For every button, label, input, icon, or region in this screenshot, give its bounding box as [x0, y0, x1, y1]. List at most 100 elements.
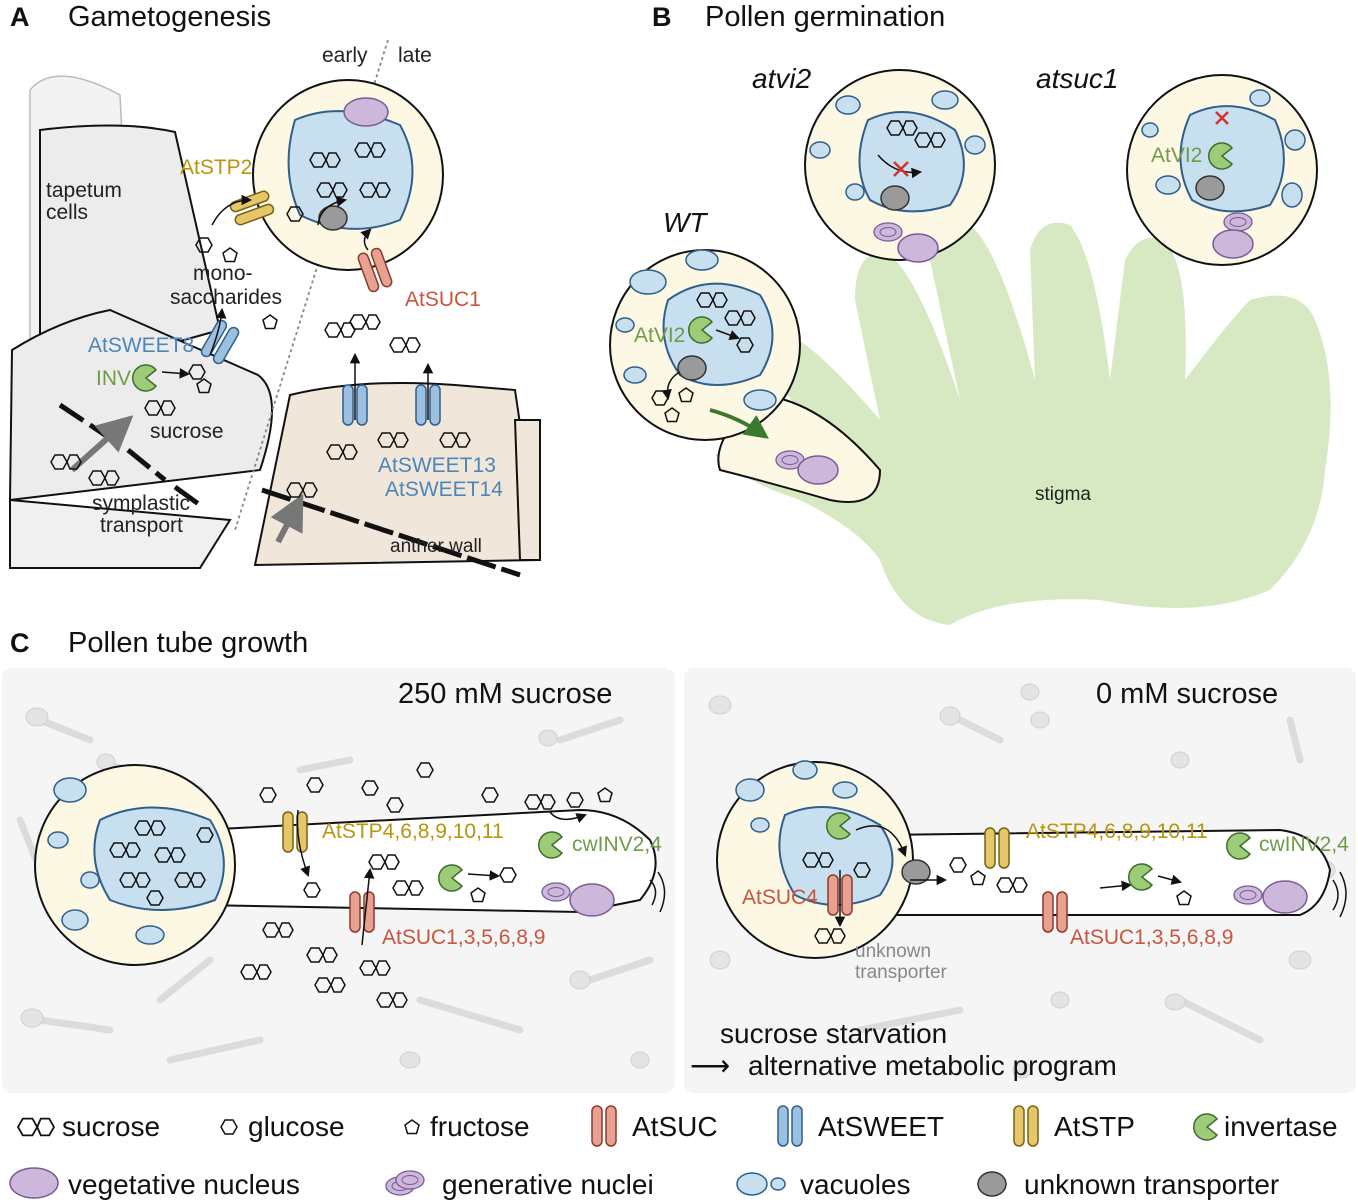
atsweet14-label: AtSWEET14: [385, 478, 503, 501]
vegetative-nucleus: [1212, 229, 1254, 259]
legend-invertase: invertase: [1224, 1111, 1338, 1142]
tapetum-label-0: tapetum: [46, 179, 122, 202]
left-stp-label: AtSTP4,6,8,9,10,11: [322, 820, 504, 843]
vacuole-icon: [80, 871, 100, 889]
stigma: [715, 222, 1331, 625]
generative-nuclei-icon: [1223, 212, 1253, 232]
mono-label-2: saccharides: [170, 286, 282, 309]
generative-nuclei-icon: [1233, 885, 1263, 905]
anther-arrow: [270, 493, 304, 544]
sweet8-arrow: [209, 307, 227, 356]
vacuole-icon: [1281, 182, 1303, 208]
legend-atsweet-icon: [777, 1105, 803, 1147]
vacuole-icon: [629, 269, 667, 295]
legend-unk: unknown transporter: [1024, 1169, 1279, 1200]
legend-invertase-icon: [1193, 1113, 1218, 1141]
legend-fructose: fructose: [430, 1111, 530, 1142]
legend-gen: generative nuclei: [442, 1169, 654, 1200]
vegetative-nucleus: [897, 233, 939, 263]
stp2-arrow: [211, 194, 253, 226]
right-vac-arrow: [855, 825, 907, 857]
blocked-arrow: [877, 154, 923, 179]
vacuole-icon: [835, 95, 861, 115]
panel-b-letter: B: [652, 2, 672, 32]
vacuole-a: [287, 110, 414, 230]
vegetative-nucleus: [797, 455, 839, 485]
atsuc1-label: AtSUC1: [405, 288, 481, 311]
atsuc1-label: atsuc1: [1036, 63, 1119, 94]
atsweet8-label: AtSWEET8: [88, 334, 194, 357]
atvi2-label: atvi2: [752, 63, 812, 94]
vacuole-icon: [1155, 175, 1181, 195]
vegetative-nucleus-a: [343, 97, 389, 127]
legend-glucose-icon: [220, 1119, 238, 1135]
sucrose-label: sucrose: [150, 420, 224, 443]
panel-c: C Pollen tube growth 250 mM sucrose 0 mM…: [2, 627, 1356, 1093]
unknown-label-1: unknown: [855, 941, 931, 962]
right-cwinv-label: cwINV2,4: [1259, 833, 1349, 856]
legend-sucrose-icon: [17, 1117, 55, 1137]
tapetum-label-1: cells: [46, 201, 88, 224]
anther-plasmodesmata: [261, 487, 521, 578]
stigma-label: stigma: [1035, 484, 1091, 505]
legend-atsuc-icon: [591, 1105, 617, 1147]
wt-label: WT: [663, 207, 708, 238]
panel-b-title: Pollen germination: [705, 1, 945, 33]
tapetum-cell-lower: [8, 308, 273, 502]
inv-arrow: [161, 368, 191, 379]
panel-b: B Pollen germination stigma AtVI2 WT: [609, 1, 1331, 625]
generative-nuclei-icon: [873, 222, 903, 242]
legend-vacuole-icon: [736, 1172, 768, 1196]
vacuole-icon: [832, 781, 858, 799]
vacuole-icon: [1141, 122, 1159, 138]
tapetum-cell-bottom: [9, 498, 232, 569]
sucrose-icon: [324, 322, 356, 338]
mono-label-1: mono-: [193, 262, 253, 285]
panel-c-letter: C: [10, 628, 30, 658]
vacuole-icon: [743, 389, 777, 411]
panel-a-title: Gametogenesis: [68, 1, 271, 33]
vacuole-icon: [750, 817, 770, 833]
legend-atsuc: AtSUC: [632, 1111, 718, 1142]
vacuole-icon: [615, 317, 635, 333]
panel-a: A Gametogenesis early late AtSTP2 m: [8, 1, 542, 578]
anther-wall-edge: [513, 419, 541, 561]
vegetative-nucleus: [1262, 880, 1308, 914]
vacuole-icon: [735, 778, 765, 802]
germination-arrow: [709, 408, 769, 439]
legend-atsweet: AtSWEET: [818, 1111, 944, 1142]
left-cwinv-label: cwINV2,4: [572, 833, 662, 856]
unknown-label-2: transporter: [855, 962, 948, 983]
right-inv-arrow: [1157, 874, 1183, 885]
export-arrow: [661, 371, 681, 401]
sucrose-icon: [349, 314, 381, 330]
vacuole-icon: [685, 249, 719, 271]
vi2-arrow: [715, 329, 740, 341]
left-condition: 250 mM sucrose: [398, 678, 612, 710]
right-vacuole: [778, 806, 894, 906]
left-suc-label: AtSUC1,3,5,6,8,9: [382, 926, 545, 949]
atstp2-label: AtSTP2: [180, 156, 252, 179]
unknown-transporter-icon: [1195, 175, 1225, 201]
panel-a-letter: A: [10, 2, 30, 32]
legend-veg: vegetative nucleus: [68, 1169, 300, 1200]
legend-fructose-icon: [404, 1119, 420, 1135]
symplastic-label-1: symplastic: [92, 492, 190, 515]
wt-atvi2-label: AtVI2: [634, 324, 685, 347]
generative-nuclei-icon: [541, 882, 571, 902]
legend-atstp: AtSTP: [1054, 1111, 1135, 1142]
inv-label: INV: [96, 367, 131, 390]
right-stp-label: AtSTP4,6,8,9,10,11: [1026, 820, 1208, 843]
right-inv-in-arrow: [1099, 880, 1133, 892]
legend-vacuole-icon: [770, 1177, 786, 1191]
legend-vac: vacuoles: [800, 1169, 911, 1200]
cwinv-arrow: [549, 811, 587, 823]
panel-c-title: Pollen tube growth: [68, 627, 308, 659]
program-label: alternative metabolic program: [748, 1050, 1117, 1081]
right-suc-label: AtSUC1,3,5,6,8,9: [1070, 926, 1233, 949]
stp-arrow: [296, 809, 310, 877]
sucrose-icon: [389, 337, 421, 353]
block-x-icon: [893, 161, 909, 177]
vacuole-icon: [135, 925, 165, 945]
